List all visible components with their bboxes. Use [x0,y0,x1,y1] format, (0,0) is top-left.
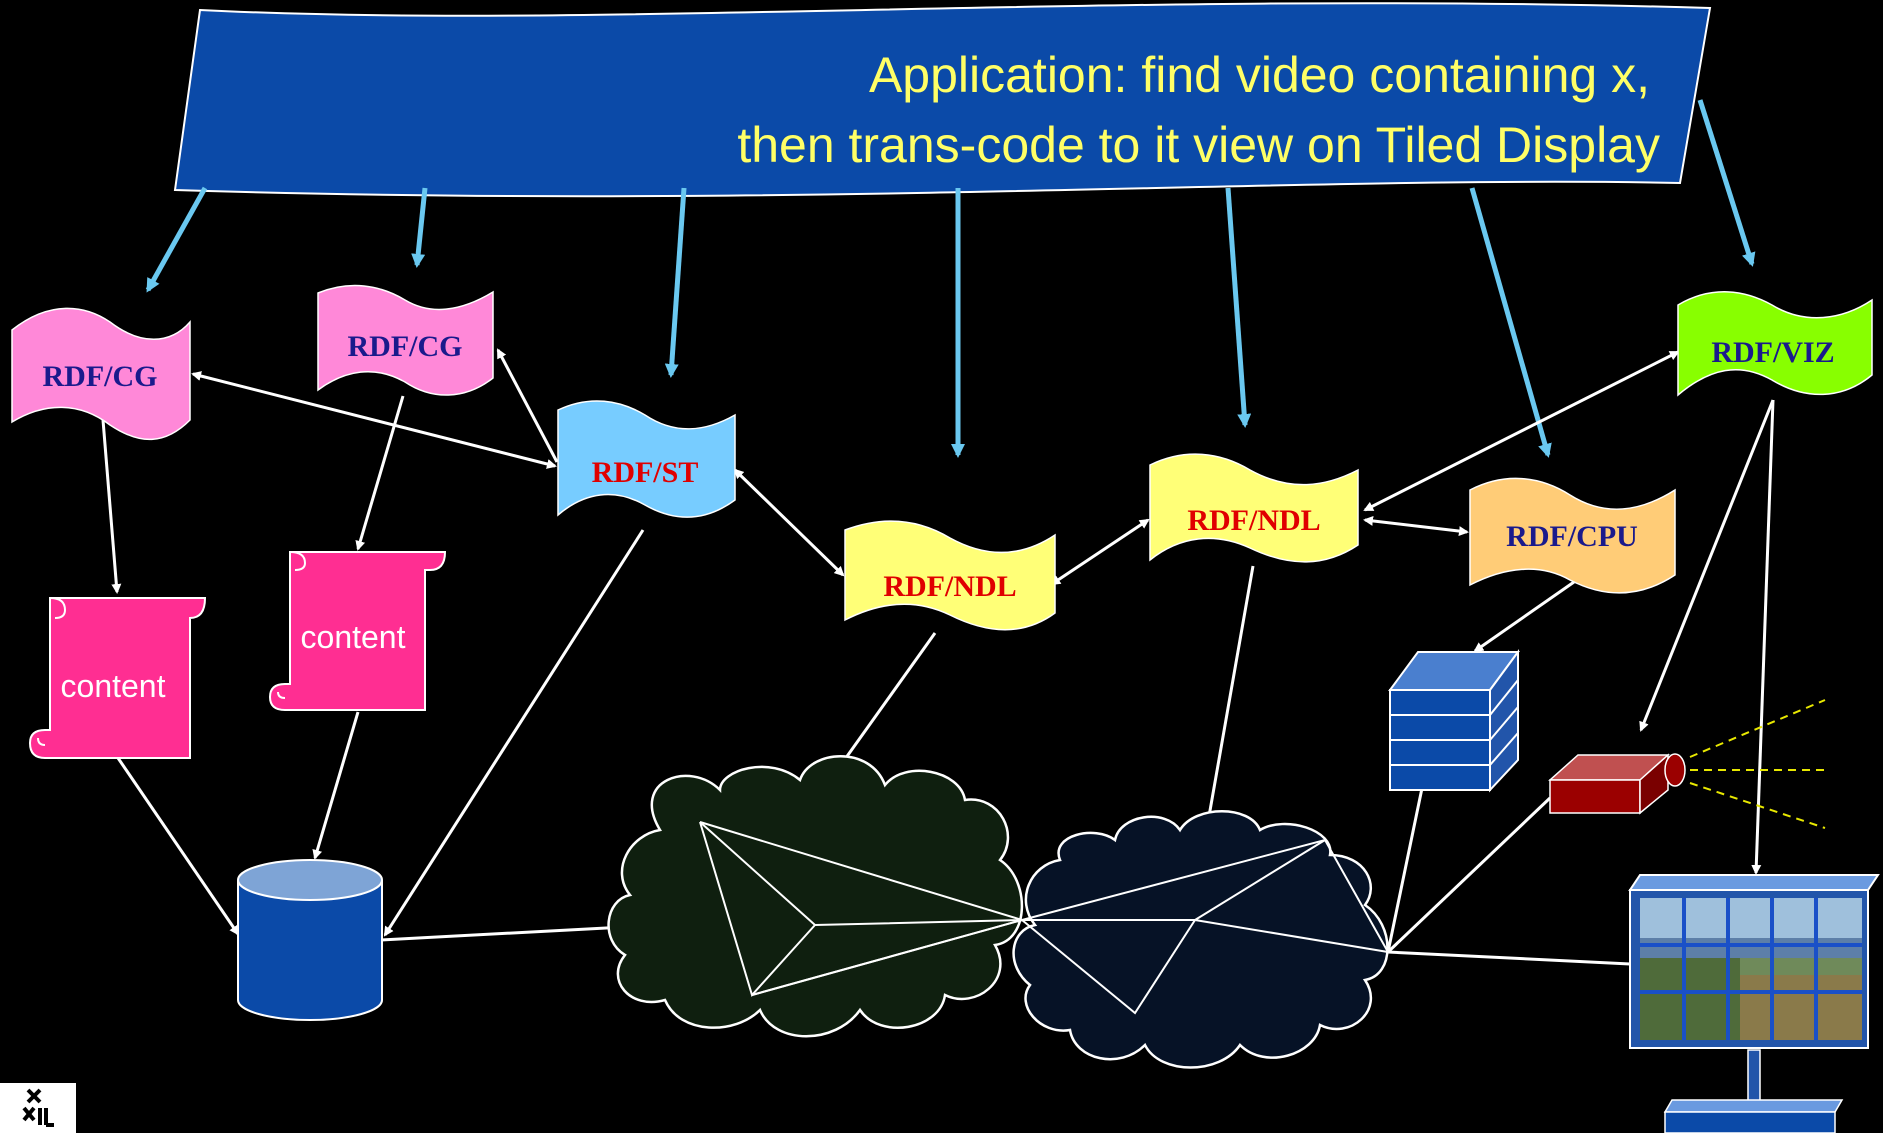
link-viz-display [1751,399,1775,875]
content-scroll-1: content [28,597,207,759]
cloud-2-shape [1012,810,1389,1069]
link-ndl2-viz [1363,350,1680,512]
flag-label-st: RDF/ST [592,456,699,489]
flag-rdf-viz: RDF/VIZ [1677,291,1873,397]
network-cloud-1 [607,755,1024,1038]
university-logo [0,1083,76,1133]
flag-rdf-ndl-1: RDF/NDL [844,520,1056,631]
link-ndl1-ndl2 [1050,518,1150,586]
flag-rdf-ndl-2: RDF/NDL [1149,453,1359,563]
flag-ndl-1-shape [844,520,1056,631]
flag-rdf-st: RDF/ST [557,400,736,518]
projector [1548,699,1826,829]
tiled-display [1628,874,1880,1133]
flag-label-cg-1: RDF/CG [43,360,158,393]
app-arrow-cg2 [411,187,428,268]
link-viz-projector [1639,399,1775,732]
link-ndl2-cloud2 [1204,565,1255,824]
flag-label-cpu: RDF/CPU [1506,520,1638,553]
link-content2-db [312,711,360,860]
link-ndl2-cpu [1363,515,1469,537]
projector-beam [1689,699,1826,829]
link-cg2-st [496,348,559,463]
flag-label-ndl-1: RDF/NDL [883,570,1016,603]
flag-cpu-shape [1469,477,1676,594]
flag-label-viz: RDF/VIZ [1711,336,1834,369]
link-content1-db [116,757,240,936]
link-arrows [101,348,1775,937]
app-arrow-viz [1697,99,1756,267]
database-cylinder [237,859,383,1021]
flag-label-ndl-2: RDF/NDL [1187,504,1320,537]
cable-db-cloud1 [379,925,626,942]
cloud-1-shape [607,755,1024,1038]
compute-cluster [1388,648,1520,793]
link-cg1-st [191,371,557,469]
banner-line-1: Application: find video containing x, [869,47,1650,103]
flag-rdf-cg-2: RDF/CG [317,284,494,396]
network-cloud-2 [1012,810,1389,1069]
flag-viz-shape [1677,291,1873,397]
app-arrow-st [664,187,687,378]
banner-line-2: then trans-code to it view on Tiled Disp… [737,117,1660,173]
flag-cg-1-shape [11,307,191,441]
flag-ndl-2-shape [1149,453,1359,563]
app-arrow-ndl2 [1225,187,1252,428]
banner-shape [173,2,1712,198]
cable-cloud2-projector [1386,796,1552,954]
flag-rdf-cg-1: RDF/CG [11,307,191,441]
flag-label-cg-2: RDF/CG [348,330,463,363]
link-cg2-content2 [355,395,405,551]
link-st-db [383,529,645,937]
content-label-1: content [61,668,166,704]
link-st-ndl1 [733,468,845,577]
application-banner: Application: find video containing x, th… [173,2,1712,198]
link-cpu-cluster [1473,580,1575,653]
link-cg1-content1 [101,419,122,594]
content-scroll-2: content [268,551,447,711]
cable-cloud2-display [1387,950,1631,966]
content-label-2: content [301,619,406,655]
app-arrow-cg1 [145,186,208,293]
flag-rdf-cpu: RDF/CPU [1469,477,1676,594]
flag-st-shape [557,400,736,518]
flag-cg-2-shape [317,284,494,396]
display-grid [1640,898,1862,1040]
cloud-2-mesh [1021,838,1389,1015]
app-arrow-cpu [1469,187,1552,458]
